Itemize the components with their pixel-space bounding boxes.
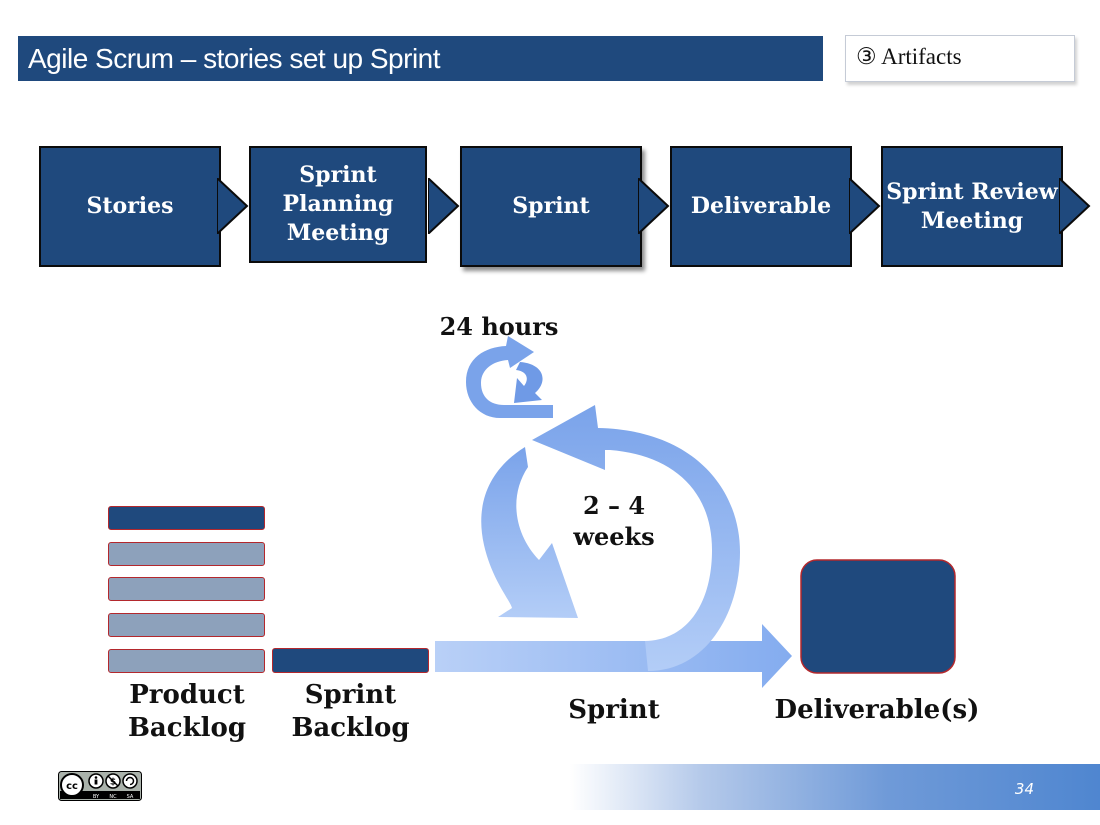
product-backlog-item <box>108 613 265 637</box>
title-bar: Agile Scrum – stories set up Sprint <box>18 36 823 81</box>
flow-step-label: Sprint Review Meeting <box>886 178 1058 234</box>
svg-text:SA: SA <box>127 794 134 800</box>
flow-step-deliverable: Deliverable <box>670 146 852 267</box>
chevron-right-icon <box>638 178 670 234</box>
flow-step-label: Deliverable <box>690 193 832 219</box>
page-number: 34 <box>1014 780 1034 798</box>
svg-text:NC: NC <box>109 794 117 800</box>
chevron-right-icon <box>1059 178 1091 234</box>
flow-step-sprint-review: Sprint Review Meeting <box>881 146 1063 267</box>
sprint-label: Sprint <box>568 695 660 725</box>
deliverables-label: Deliverable(s) <box>774 695 980 725</box>
product-backlog-item <box>108 542 265 566</box>
product-backlog-item <box>108 506 265 530</box>
chevron-right-icon <box>849 178 881 234</box>
page-title: Agile Scrum – stories set up Sprint <box>28 43 441 74</box>
chevron-right-icon <box>217 178 249 234</box>
flow-step-label: Sprint Planning Meeting <box>282 162 394 246</box>
section-tag-label: ③ Artifacts <box>856 44 962 69</box>
svg-text:BY: BY <box>93 794 100 800</box>
sprint-backlog-line2: Backlog <box>291 713 410 743</box>
sprint-cycle-arrow <box>481 405 740 671</box>
svg-text:cc: cc <box>66 781 78 792</box>
sprint-backlog-label: Sprint Backlog <box>273 679 428 745</box>
product-backlog-item <box>108 649 265 673</box>
flow-step-stories: Stories <box>39 146 221 267</box>
flow-step-label: Sprint <box>512 193 590 219</box>
product-backlog-line2: Backlog <box>127 713 247 743</box>
flow-step-label: Stories <box>86 193 174 219</box>
daily-cycle-label: 24 hours <box>439 312 559 341</box>
sprint-backlog-line1: Sprint <box>304 680 397 710</box>
footer-bar: 34 <box>570 764 1100 810</box>
sprint-length-line1: 2 – 4 <box>582 491 646 520</box>
daily-cycle-arrow <box>466 336 553 418</box>
sprint-arrow <box>435 624 792 688</box>
svg-text:$: $ <box>110 778 116 788</box>
chevron-right-icon <box>428 178 460 234</box>
product-backlog-label: Product Backlog <box>110 679 264 745</box>
product-backlog-line1: Product <box>129 680 245 710</box>
sprint-length-label: 2 – 4 weeks <box>560 490 668 552</box>
cc-by-nc-sa-icon: cc $ BY NC SA <box>58 771 142 801</box>
flow-step-sprint-planning: Sprint Planning Meeting <box>249 146 427 263</box>
product-backlog-item <box>108 577 265 601</box>
deliverable-box <box>800 559 956 674</box>
sprint-backlog-item <box>272 648 429 673</box>
section-tag: ③ Artifacts <box>845 35 1075 82</box>
sprint-length-line2: weeks <box>573 522 655 551</box>
